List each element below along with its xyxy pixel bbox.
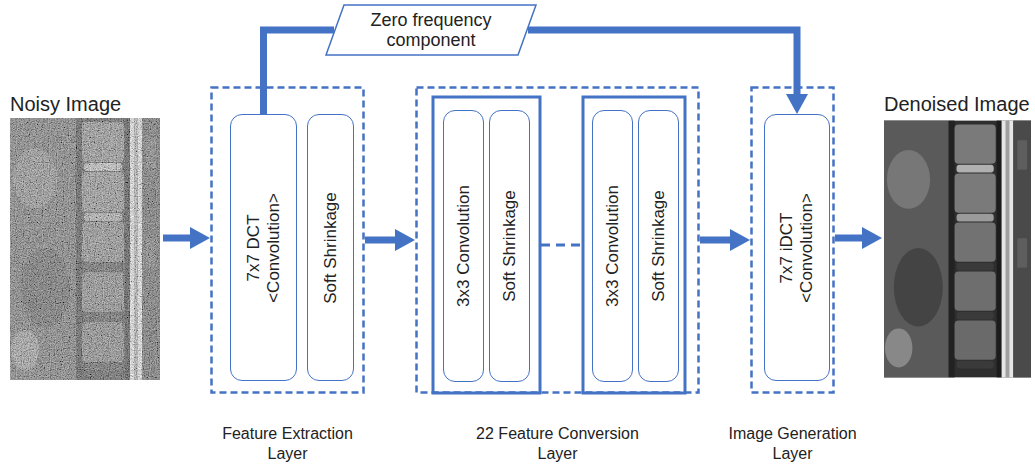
process-box: Soft Shrinkage [638,110,679,382]
rotated-label: 3x3 Convolution [453,117,473,375]
output-image: Denoised Image [882,93,1033,383]
text-holder: Zero frequency component [325,4,537,56]
image-title: Noisy Image [8,93,163,116]
block-frame [433,97,540,393]
rotated-label: 7x7 DCT <Convolution> [243,178,284,318]
layer-group: Feature Extraction Layer7x7 DCT <Convolu… [210,86,365,394]
layer-caption: Image Generation Layer [708,424,878,464]
process-box: 7x7 DCT <Convolution> [230,114,297,381]
layer-group: Image Generation Layer7x7 iDCT <Convolut… [750,86,835,394]
process-box: 7x7 iDCT <Convolution> [764,114,830,381]
noisy-mri-image [10,118,160,380]
rotated-label: Soft Shrinkage [648,117,668,375]
process-box: 3x3 Convolution [592,110,633,382]
layer-caption: Feature Extraction Layer [203,424,373,464]
parallelogram-label: Zero frequency component [356,10,506,50]
process-box: Soft Shrinkage [489,110,530,382]
input-image: Noisy Image [8,93,163,383]
process-box: Soft Shrinkage [307,114,354,381]
text-holder: Denoised Image [882,93,1033,116]
layer-group: 22 Feature Conversion Layer3x3 Convoluti… [415,86,700,394]
text-holder: Noisy Image [8,93,163,116]
block-frame [583,97,685,393]
layer-caption: 22 Feature Conversion Layer [473,424,643,464]
flow-arrow [835,235,866,242]
rotated-label: Soft Shrinkage [320,121,340,374]
flow-arrow [365,237,399,244]
image-title: Denoised Image [882,93,1033,116]
process-box: 3x3 Convolution [443,110,484,382]
rotated-label: 3x3 Convolution [602,117,622,375]
rotated-label: Soft Shrinkage [499,117,519,375]
data-parallelogram: Zero frequency component [325,4,537,56]
flow-arrow [163,235,194,242]
rotated-label: 7x7 iDCT <Convolution> [777,178,818,318]
denoised-mri-image [884,121,1031,378]
flow-arrow [700,237,734,244]
repeat-dash [541,244,582,247]
flow-arrow [264,30,335,114]
